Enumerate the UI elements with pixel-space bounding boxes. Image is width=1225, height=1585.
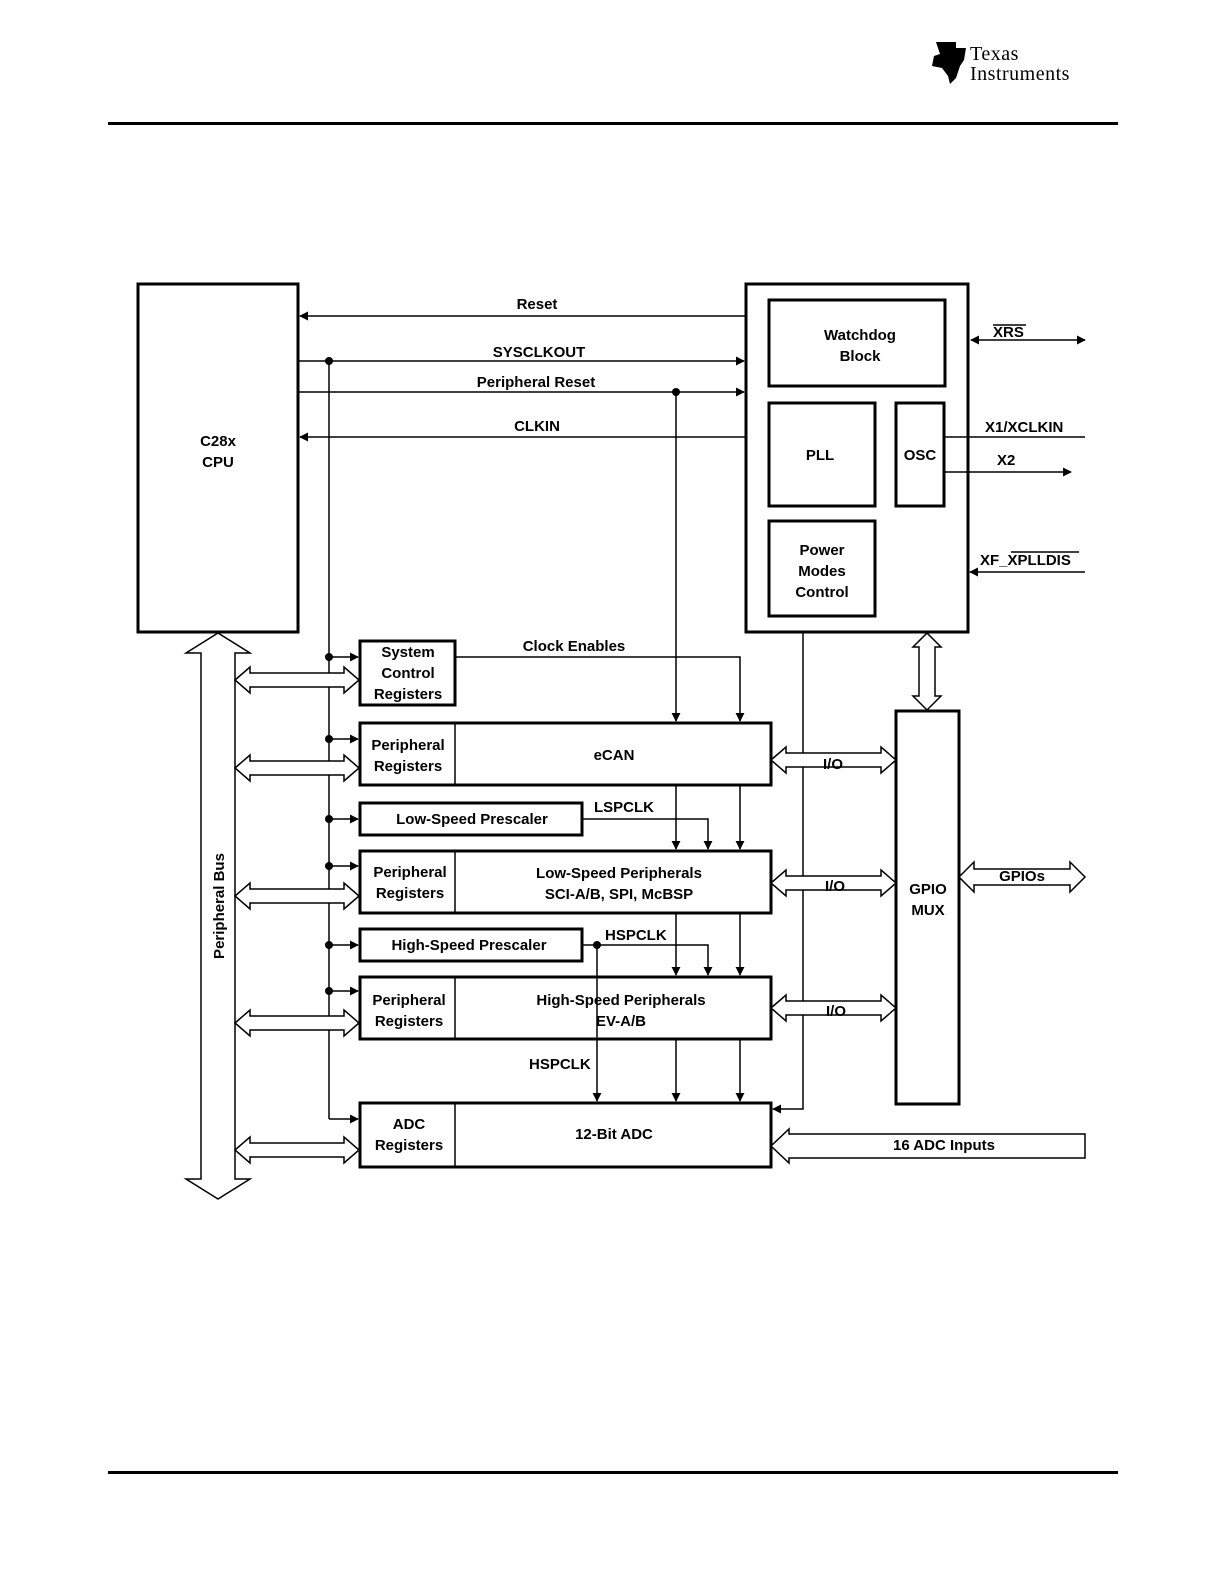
adc-inputs-label: 16 ADC Inputs <box>893 1137 995 1154</box>
ecan-label: eCAN <box>594 747 635 764</box>
hspclk-label-1: HSPCLK <box>605 927 667 944</box>
hspclk-label-2: HSPCLK <box>529 1056 591 1073</box>
header-rule <box>108 122 1118 125</box>
x1-xclkin-label: X1/XCLKIN <box>985 419 1063 436</box>
low-speed-periph-block <box>358 849 773 915</box>
system-control-label-1: System <box>381 644 434 661</box>
system-control-label-3: Registers <box>374 686 442 703</box>
power-modes-label-2: Modes <box>798 563 846 580</box>
clock-container <box>744 282 970 634</box>
hs-periph-label-2: EV-A/B <box>596 1013 646 1030</box>
gpio-mux-label-2: MUX <box>911 902 944 919</box>
power-modes-label-1: Power <box>799 542 844 559</box>
watchdog-block <box>767 298 947 388</box>
logo-line1: Texas <box>970 43 1019 65</box>
peripheral-bus-arrow <box>183 632 253 1200</box>
peripheral-bus-label: Peripheral Bus <box>211 853 228 959</box>
gpio-mux-label-1: GPIO <box>909 881 947 898</box>
watchdog-label-2: Block <box>840 348 882 365</box>
cpu-label-1: C28x <box>200 433 237 450</box>
watchdog-label-1: Watchdog <box>824 327 896 344</box>
hs-periph-label-1: High-Speed Peripherals <box>536 992 705 1009</box>
io-label-1: I/O <box>823 756 843 773</box>
clkin-label: CLKIN <box>514 418 560 435</box>
xf-prefix: XF_ <box>980 552 1008 569</box>
adc-reg-label-1: ADC <box>393 1116 426 1133</box>
hs-reg-label-2: Registers <box>375 1013 443 1030</box>
power-modes-label-3: Control <box>795 584 848 601</box>
ti-logo-icon <box>932 42 966 84</box>
ti-logo: Texas Instruments <box>930 38 1120 88</box>
ls-periph-label-2: SCI-A/B, SPI, McBSP <box>545 886 693 903</box>
x2-label: X2 <box>997 452 1015 469</box>
xf-xplldis-label: XF_XPLLDIS <box>980 552 1071 569</box>
logo-line2: Instruments <box>970 63 1070 85</box>
cpu-label-2: CPU <box>202 454 234 471</box>
adc-block <box>358 1101 773 1169</box>
sysclkout-label: SYSCLKOUT <box>493 344 586 361</box>
xrs-label: XRS <box>993 324 1024 341</box>
pll-block <box>767 401 877 508</box>
lspclk-label: LSPCLK <box>594 799 654 816</box>
adc-label: 12-Bit ADC <box>575 1126 653 1143</box>
ls-reg-label-1: Peripheral <box>373 864 446 881</box>
ecan-block <box>358 721 773 787</box>
adc-reg-label-2: Registers <box>375 1137 443 1154</box>
pll-label: PLL <box>806 447 834 464</box>
low-speed-prescaler-label: Low-Speed Prescaler <box>396 811 548 828</box>
io-label-2: I/O <box>825 878 845 895</box>
hs-reg-label-1: Peripheral <box>372 992 445 1009</box>
power-modes-block <box>767 519 877 618</box>
peripheral-reset-label: Peripheral Reset <box>477 374 595 391</box>
reset-label: Reset <box>517 296 558 313</box>
io-label-3: I/O <box>826 1003 846 1020</box>
clock-enables-label: Clock Enables <box>523 638 626 655</box>
gpio-mux-block <box>894 709 961 1106</box>
cpu-block <box>136 282 300 634</box>
ls-reg-label-2: Registers <box>376 885 444 902</box>
footer-rule <box>108 1471 1118 1474</box>
xplldis: XPLLDIS <box>1008 552 1071 569</box>
high-speed-prescaler-label: High-Speed Prescaler <box>391 937 546 954</box>
system-control-block <box>358 639 457 707</box>
ecan-reg-label-2: Registers <box>374 758 442 775</box>
gpios-label: GPIOs <box>999 868 1045 885</box>
system-control-label-2: Control <box>381 665 434 682</box>
osc-block <box>894 401 946 508</box>
osc-label: OSC <box>904 447 937 464</box>
ls-periph-label-1: Low-Speed Peripherals <box>536 865 702 882</box>
ecan-reg-label-1: Peripheral <box>371 737 444 754</box>
